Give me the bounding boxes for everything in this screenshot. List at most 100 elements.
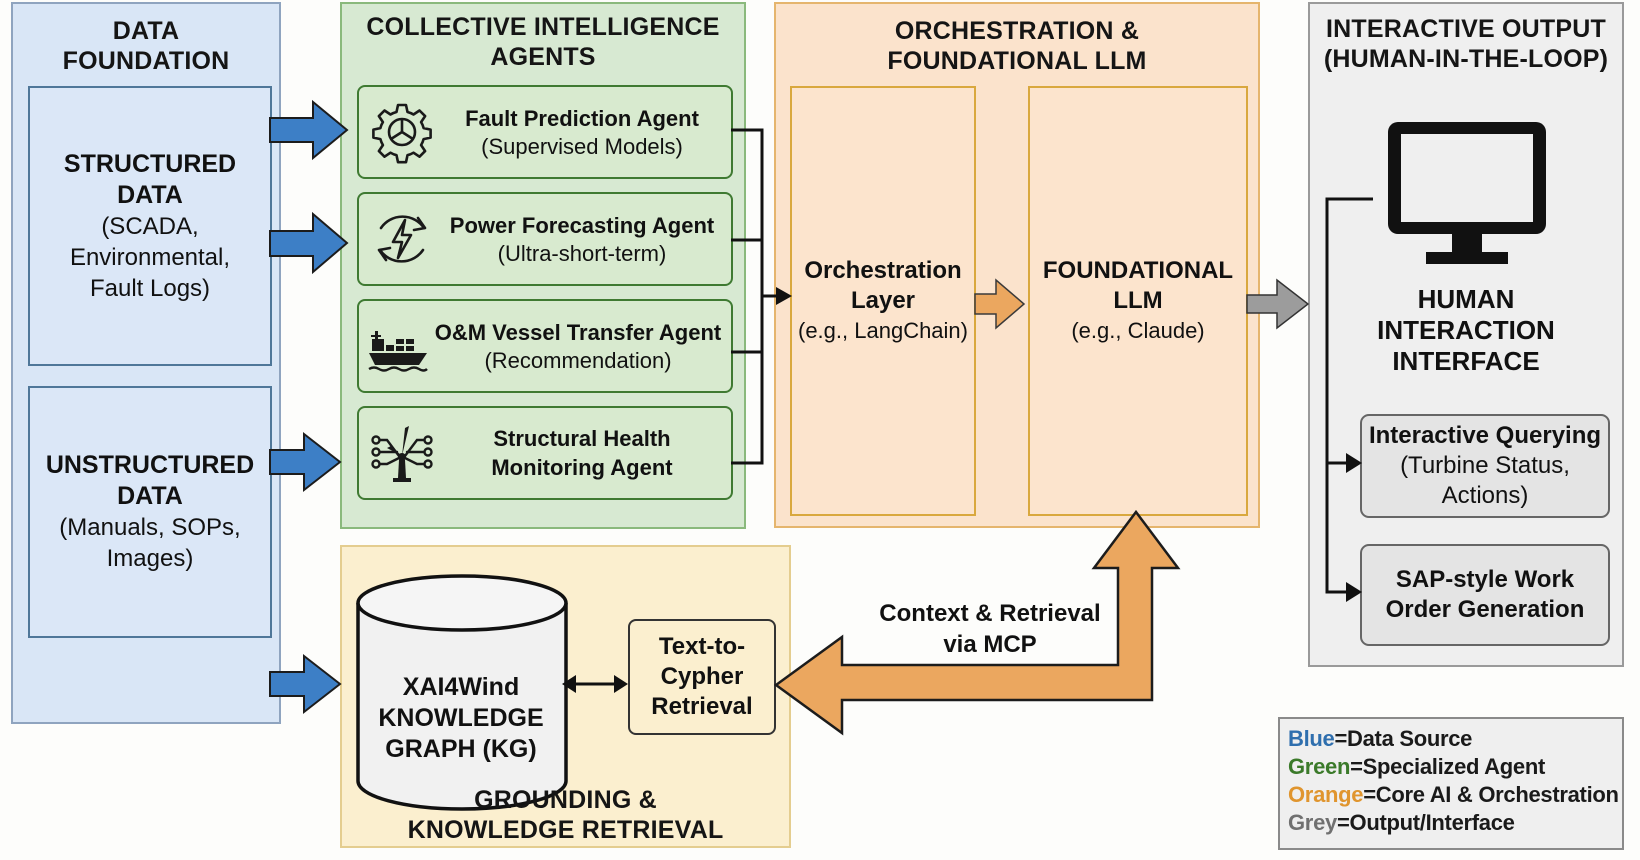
grounding-title: GROUNDING & KNOWLEDGE RETRIEVAL (342, 785, 789, 845)
agent-name: O&M Vessel Transfer Agent (434, 319, 722, 345)
legend-key: Grey (1288, 810, 1337, 835)
legend-key: Green (1288, 754, 1351, 779)
structured-data-detail: Environmental, (69, 243, 231, 271)
title-line: FOUNDATION (62, 47, 230, 75)
agent-name: Structural Health (493, 426, 671, 451)
work-order-heading: Order Generation (1385, 596, 1585, 623)
legend-item-green: Green=Specialized Agent (1288, 753, 1622, 781)
orchestration-layer-detail: (e.g., LangChain) (798, 318, 968, 343)
label-line: INTERACTION (1377, 315, 1555, 345)
cypher-line: Cypher (660, 663, 744, 690)
agent-detail: (Ultra-short-term) (497, 240, 667, 266)
structured-data-heading: DATA (117, 180, 183, 209)
title-line: ORCHESTRATION & (894, 17, 1140, 45)
orchestration-layer-heading: Orchestration (804, 257, 962, 284)
structured-data-box: STRUCTURED DATA (SCADA, Environmental, F… (28, 86, 272, 366)
grounding-panel: XAI4Wind KNOWLEDGE GRAPH (KG) Text-to- C… (340, 545, 791, 848)
label-line: Context & Retrieval (879, 600, 1101, 627)
legend-value: =Output/Interface (1336, 810, 1515, 835)
legend-value: =Specialized Agent (1350, 754, 1545, 779)
unstructured-data-detail: (Manuals, SOPs, (59, 514, 241, 541)
label-line: via MCP (943, 631, 1037, 658)
agent-text: Fault Prediction Agent (Supervised Model… (433, 87, 731, 177)
llm-heading: LLM (1113, 287, 1163, 314)
agent-text: Structural Health Monitoring Agent (433, 408, 731, 498)
text-to-cypher-box[interactable]: Text-to- Cypher Retrieval (628, 619, 776, 735)
structural-health-agent[interactable]: Structural Health Monitoring Agent (357, 406, 733, 500)
agent-name: Power Forecasting Agent (449, 212, 715, 238)
label-line: HUMAN (1417, 284, 1515, 314)
legend-key: Orange (1288, 782, 1364, 807)
unstructured-data-detail: Images) (106, 545, 194, 572)
orchestration-layer-heading: Layer (850, 287, 916, 314)
unstructured-data-heading: DATA (117, 482, 183, 510)
agents-panel: COLLECTIVE INTELLIGENCE AGENTS Fault Pre… (340, 2, 746, 529)
kg-line: KNOWLEDGE (378, 703, 544, 732)
title-line: KNOWLEDGE RETRIEVAL (407, 816, 724, 844)
agent-detail: (Recommendation) (484, 347, 672, 373)
database-cylinder-icon (356, 574, 568, 811)
agent-name: Fault Prediction Agent (465, 105, 699, 131)
structured-data-detail: Fault Logs) (89, 274, 211, 302)
title-line: FOUNDATIONAL LLM (887, 47, 1147, 75)
title-line: DATA (112, 17, 180, 45)
cypher-line: Retrieval (651, 693, 753, 720)
kg-line: GRAPH (KG) (385, 734, 537, 763)
cypher-line: Text-to- (658, 633, 746, 660)
human-interaction-interface-label: HUMAN INTERACTION INTERFACE (1310, 284, 1622, 377)
interactive-querying-box[interactable]: Interactive Querying (Turbine Status, Ac… (1360, 414, 1610, 518)
orchestration-title: ORCHESTRATION & FOUNDATIONAL LLM (776, 16, 1258, 76)
unstructured-data-box: UNSTRUCTURED DATA (Manuals, SOPs, Images… (28, 386, 272, 638)
unstructured-data-heading: UNSTRUCTURED (45, 451, 255, 479)
agent-text: Power Forecasting Agent (Ultra-short-ter… (433, 194, 731, 284)
arrow-shape (269, 211, 349, 275)
llm-detail: (e.g., Claude) (1071, 318, 1205, 343)
label-line: INTERFACE (1392, 346, 1540, 376)
power-forecasting-agent[interactable]: Power Forecasting Agent (Ultra-short-ter… (357, 192, 733, 286)
gear-icon (372, 103, 432, 164)
wind-turbine-sensor-icon (371, 426, 433, 482)
title-line: GROUNDING & (474, 786, 657, 814)
legend-value: =Data Source (1334, 726, 1473, 751)
llm-heading: FOUNDATIONAL (1042, 257, 1234, 284)
arrow-shape (269, 99, 349, 161)
legend-value: =Core AI & Orchestration (1363, 782, 1619, 807)
monitor-icon (1388, 122, 1546, 264)
data-foundation-panel: DATA FOUNDATION STRUCTURED DATA (SCADA, … (11, 2, 281, 724)
vessel-transfer-agent[interactable]: O&M Vessel Transfer Agent (Recommendatio… (357, 299, 733, 393)
agent-text: O&M Vessel Transfer Agent (Recommendatio… (425, 301, 731, 391)
legend-item-blue: Blue=Data Source (1288, 725, 1622, 753)
knowledge-graph-label[interactable]: XAI4Wind KNOWLEDGE GRAPH (KG) (358, 597, 564, 817)
output-panel: INTERACTIVE OUTPUT (HUMAN-IN-THE-LOOP) H… (1308, 2, 1624, 667)
title-line: INTERACTIVE OUTPUT (1326, 15, 1606, 43)
work-order-heading: SAP-style Work (1395, 566, 1575, 593)
output-title: INTERACTIVE OUTPUT (HUMAN-IN-THE-LOOP) (1310, 14, 1622, 74)
kg-line: XAI4Wind (402, 672, 520, 701)
legend-item-grey: Grey=Output/Interface (1288, 809, 1622, 837)
work-order-generation-box[interactable]: SAP-style Work Order Generation (1360, 544, 1610, 646)
legend-item-orange: Orange=Core AI & Orchestration (1288, 781, 1622, 809)
foundational-llm-box[interactable]: FOUNDATIONAL LLM (e.g., Claude) (1028, 86, 1248, 516)
blue-arrow-structured-to-fault (269, 99, 349, 161)
mcp-context-label: Context & Retrieval via MCP (860, 598, 1120, 660)
agent-detail: (Supervised Models) (481, 133, 683, 159)
querying-detail: (Turbine Status, (1400, 452, 1570, 479)
title-line: COLLECTIVE INTELLIGENCE (366, 13, 720, 41)
querying-heading: Interactive Querying (1368, 422, 1602, 449)
querying-detail: Actions) (1441, 482, 1529, 509)
legend: Blue=Data Source Green=Specialized Agent… (1278, 717, 1624, 850)
fault-prediction-agent[interactable]: Fault Prediction Agent (Supervised Model… (357, 85, 733, 179)
structured-data-heading: STRUCTURED (63, 149, 237, 178)
data-foundation-title: DATA FOUNDATION (13, 16, 279, 76)
lightning-refresh-icon (377, 215, 427, 263)
orchestration-panel: ORCHESTRATION & FOUNDATIONAL LLM Orchest… (774, 2, 1260, 528)
blue-arrow-structured-to-forecast (269, 211, 349, 275)
structured-data-detail: (SCADA, (101, 212, 199, 240)
orchestration-layer-box[interactable]: Orchestration Layer (e.g., LangChain) (790, 86, 976, 516)
title-line: (HUMAN-IN-THE-LOOP) (1323, 45, 1609, 73)
ship-icon (368, 331, 428, 372)
legend-key: Blue (1288, 726, 1335, 751)
agent-detail: Monitoring Agent (491, 455, 673, 480)
agents-title: COLLECTIVE INTELLIGENCE AGENTS (342, 12, 744, 72)
title-line: AGENTS (490, 43, 596, 71)
